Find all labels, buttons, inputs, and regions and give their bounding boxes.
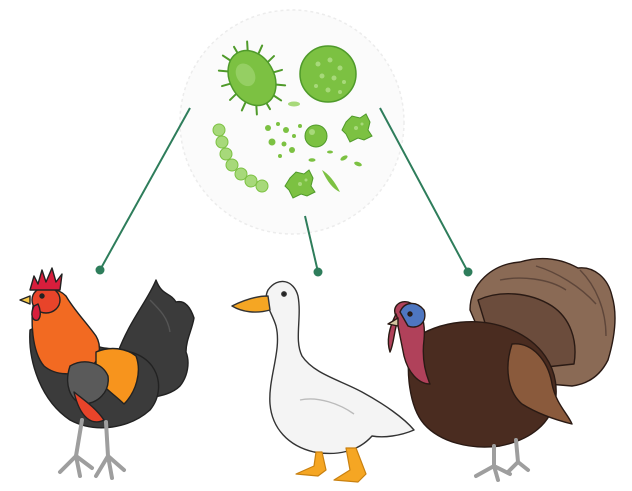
rooster-icon <box>20 268 194 478</box>
coccus-icon <box>300 46 356 102</box>
connector-dot-duck <box>314 268 323 277</box>
connector-to-turkey <box>380 108 468 272</box>
microbe-cluster <box>180 10 404 234</box>
small-coccus-icon <box>305 125 327 147</box>
duck-icon <box>232 281 414 482</box>
connector-dot-turkey <box>464 268 473 277</box>
turkey-icon <box>388 259 615 480</box>
connector-to-rooster <box>100 108 190 270</box>
connector-dot-rooster <box>96 266 105 275</box>
